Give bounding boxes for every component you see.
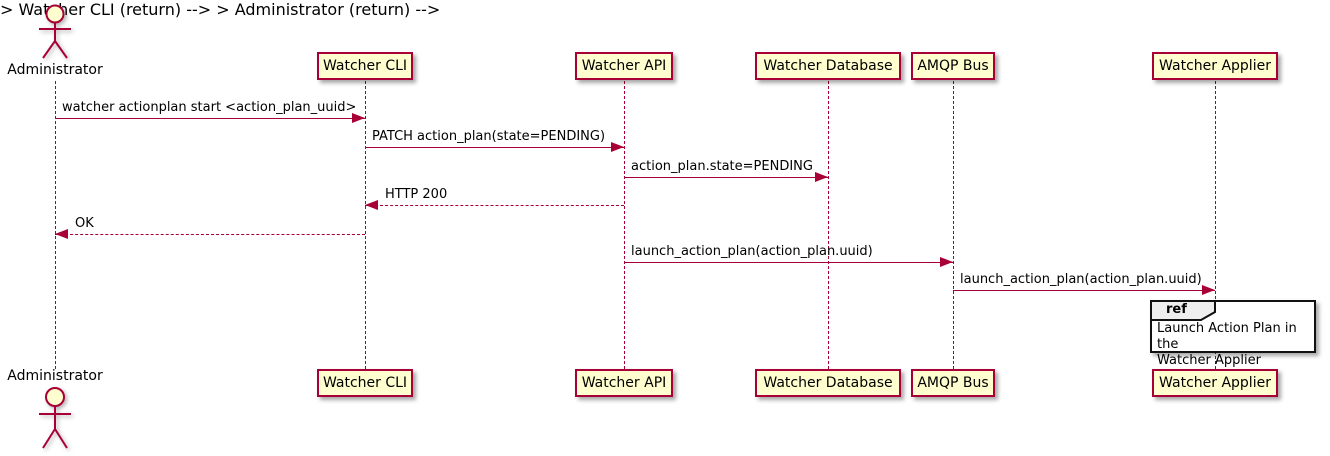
message-line — [624, 262, 953, 263]
message-label: OK — [75, 216, 94, 231]
arrowhead-right-icon — [815, 172, 828, 182]
actor-icon — [39, 4, 71, 59]
participant-label: Watcher CLI — [322, 58, 408, 74]
message-label: HTTP 200 — [385, 187, 448, 202]
participant-label: Watcher Applier — [1159, 375, 1271, 391]
participant-watcher-api-bottom: Watcher API — [575, 369, 673, 397]
lifeline-watcher-applier — [1215, 81, 1216, 369]
arrowhead-left-icon — [55, 229, 68, 239]
lifeline-watcher-database — [828, 81, 829, 369]
participant-label: Watcher Applier — [1159, 58, 1271, 74]
message-line — [624, 177, 828, 178]
lifeline-watcher-api — [624, 81, 625, 369]
participant-label: Watcher Database — [763, 375, 893, 391]
participant-label: Watcher API — [581, 58, 667, 74]
participant-watcher-api-top: Watcher API — [575, 52, 673, 80]
participant-watcher-applier-top: Watcher Applier — [1152, 52, 1278, 80]
arrowhead-left-icon — [365, 200, 378, 210]
message-label: PATCH action_plan(state=PENDING) — [372, 129, 606, 144]
participant-label: AMQP Bus — [917, 375, 989, 391]
participant-label: AMQP Bus — [917, 58, 989, 74]
lifeline-amqp-bus — [953, 81, 954, 369]
lifeline-administrator — [55, 81, 56, 369]
message-label: action_plan.state=PENDING — [631, 159, 813, 174]
participant-label: Watcher CLI — [322, 375, 408, 391]
participant-label: Watcher API — [581, 375, 667, 391]
message-label: launch_action_plan(action_plan.uuid) — [631, 244, 873, 259]
message-line — [953, 290, 1215, 291]
message-label: launch_action_plan(action_plan.uuid) — [960, 272, 1202, 287]
participant-watcher-applier-bottom: Watcher Applier — [1152, 369, 1278, 397]
participant-amqp-bus-bottom: AMQP Bus — [911, 369, 995, 397]
participant-watcher-database-bottom: Watcher Database — [755, 369, 901, 397]
message-line — [365, 205, 624, 206]
arrowhead-right-icon — [940, 257, 953, 267]
actor-label-bottom: Administrator — [7, 368, 103, 384]
lifeline-watcher-cli — [365, 81, 366, 369]
ref-text: Launch Action Plan in the Watcher Applie… — [1157, 321, 1297, 368]
arrowhead-right-icon — [611, 142, 624, 152]
participant-amqp-bus-top: AMQP Bus — [911, 52, 995, 80]
participant-label: Watcher Database — [763, 58, 893, 74]
message-label: watcher actionplan start <action_plan_uu… — [62, 100, 357, 115]
message-line — [55, 234, 365, 235]
ref-keyword: ref — [1166, 302, 1187, 317]
actor-label-top: Administrator — [7, 62, 103, 78]
ref-fragment: ref Launch Action Plan in the Watcher Ap… — [1150, 300, 1316, 368]
ref-tab-shape — [1150, 300, 1216, 321]
arrowhead-right-icon — [1202, 285, 1215, 295]
participant-watcher-database-top: Watcher Database — [755, 52, 901, 80]
message-line — [365, 147, 624, 148]
actor-icon-bottom — [39, 387, 71, 449]
participant-watcher-cli-top: Watcher CLI — [317, 52, 413, 80]
message-line — [55, 118, 365, 119]
arrowhead-right-icon — [352, 113, 365, 123]
participant-watcher-cli-bottom: Watcher CLI — [317, 369, 413, 397]
